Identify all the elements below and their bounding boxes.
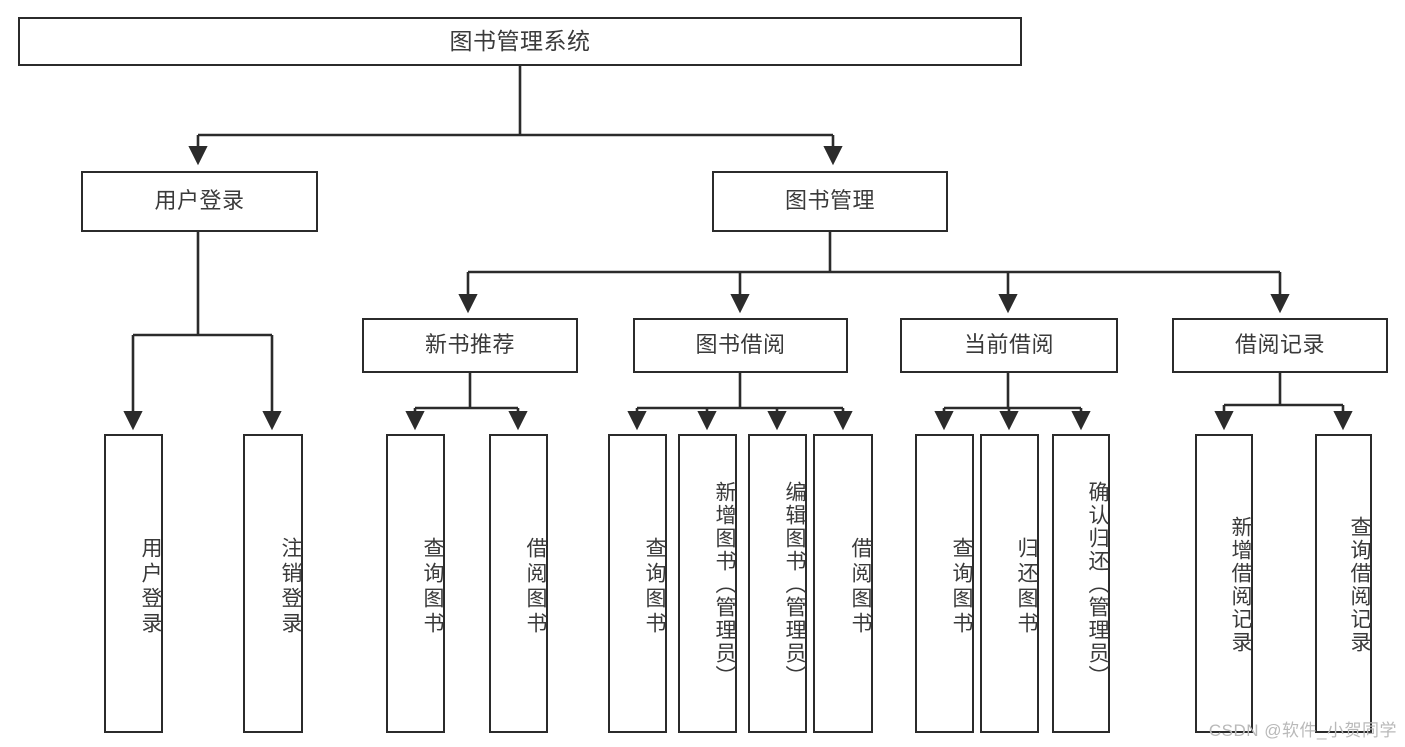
node-label: 查询借阅记录 xyxy=(1348,515,1371,654)
leaf-current-query-book[interactable]: 查询图书 xyxy=(915,434,974,733)
node-label: 图书借阅 xyxy=(695,332,786,358)
node-label: 当前借阅 xyxy=(963,332,1054,358)
leaf-recommend-borrow-book[interactable]: 借阅图书 xyxy=(489,434,548,733)
leaf-record-add-record[interactable]: 新增借阅记录 xyxy=(1195,434,1253,733)
node-label: 用户登录 xyxy=(154,188,245,214)
node-current-borrow[interactable]: 当前借阅 xyxy=(900,318,1118,373)
node-label: 归还图书 xyxy=(1015,536,1038,637)
node-label: 查询图书 xyxy=(950,536,973,637)
leaf-borrow-add-book[interactable]: 新增图书（管理员） xyxy=(678,434,737,733)
leaf-user-login-logout[interactable]: 注销登录 xyxy=(243,434,303,733)
leaf-current-confirm-return[interactable]: 确认归还（管理员） xyxy=(1052,434,1110,733)
node-label: 新增借阅记录 xyxy=(1229,515,1252,654)
node-root-system[interactable]: 图书管理系统 xyxy=(18,17,1022,66)
leaf-recommend-query-book[interactable]: 查询图书 xyxy=(386,434,445,733)
node-user-login[interactable]: 用户登录 xyxy=(81,171,318,232)
node-book-borrow[interactable]: 图书借阅 xyxy=(633,318,848,373)
node-label: 借阅图书 xyxy=(524,536,547,637)
node-label: 图书管理系统 xyxy=(449,27,591,54)
leaf-record-query-record[interactable]: 查询借阅记录 xyxy=(1315,434,1372,733)
leaf-borrow-query-book[interactable]: 查询图书 xyxy=(608,434,667,733)
watermark-text: CSDN @软件_小贺同学 xyxy=(1208,721,1397,740)
node-book-management[interactable]: 图书管理 xyxy=(712,171,948,232)
node-label: 借阅图书 xyxy=(849,536,872,637)
leaf-user-login-login[interactable]: 用户登录 xyxy=(104,434,163,733)
leaf-borrow-edit-book[interactable]: 编辑图书（管理员） xyxy=(748,434,807,733)
node-label: 注销登录 xyxy=(279,536,302,637)
node-borrow-record[interactable]: 借阅记录 xyxy=(1172,318,1388,373)
node-label: 借阅记录 xyxy=(1234,332,1325,358)
node-label: 用户登录 xyxy=(139,536,162,637)
node-label: 新增图书（管理员） xyxy=(713,481,736,688)
node-label: 查询图书 xyxy=(421,536,444,637)
node-label: 确认归还（管理员） xyxy=(1086,481,1109,688)
leaf-borrow-borrow-book[interactable]: 借阅图书 xyxy=(813,434,873,733)
node-new-book-recommend[interactable]: 新书推荐 xyxy=(362,318,578,373)
node-label: 新书推荐 xyxy=(424,332,515,358)
leaf-current-return-book[interactable]: 归还图书 xyxy=(980,434,1039,733)
node-label: 编辑图书（管理员） xyxy=(783,481,806,688)
node-label: 图书管理 xyxy=(784,188,875,214)
node-label: 查询图书 xyxy=(643,536,666,637)
